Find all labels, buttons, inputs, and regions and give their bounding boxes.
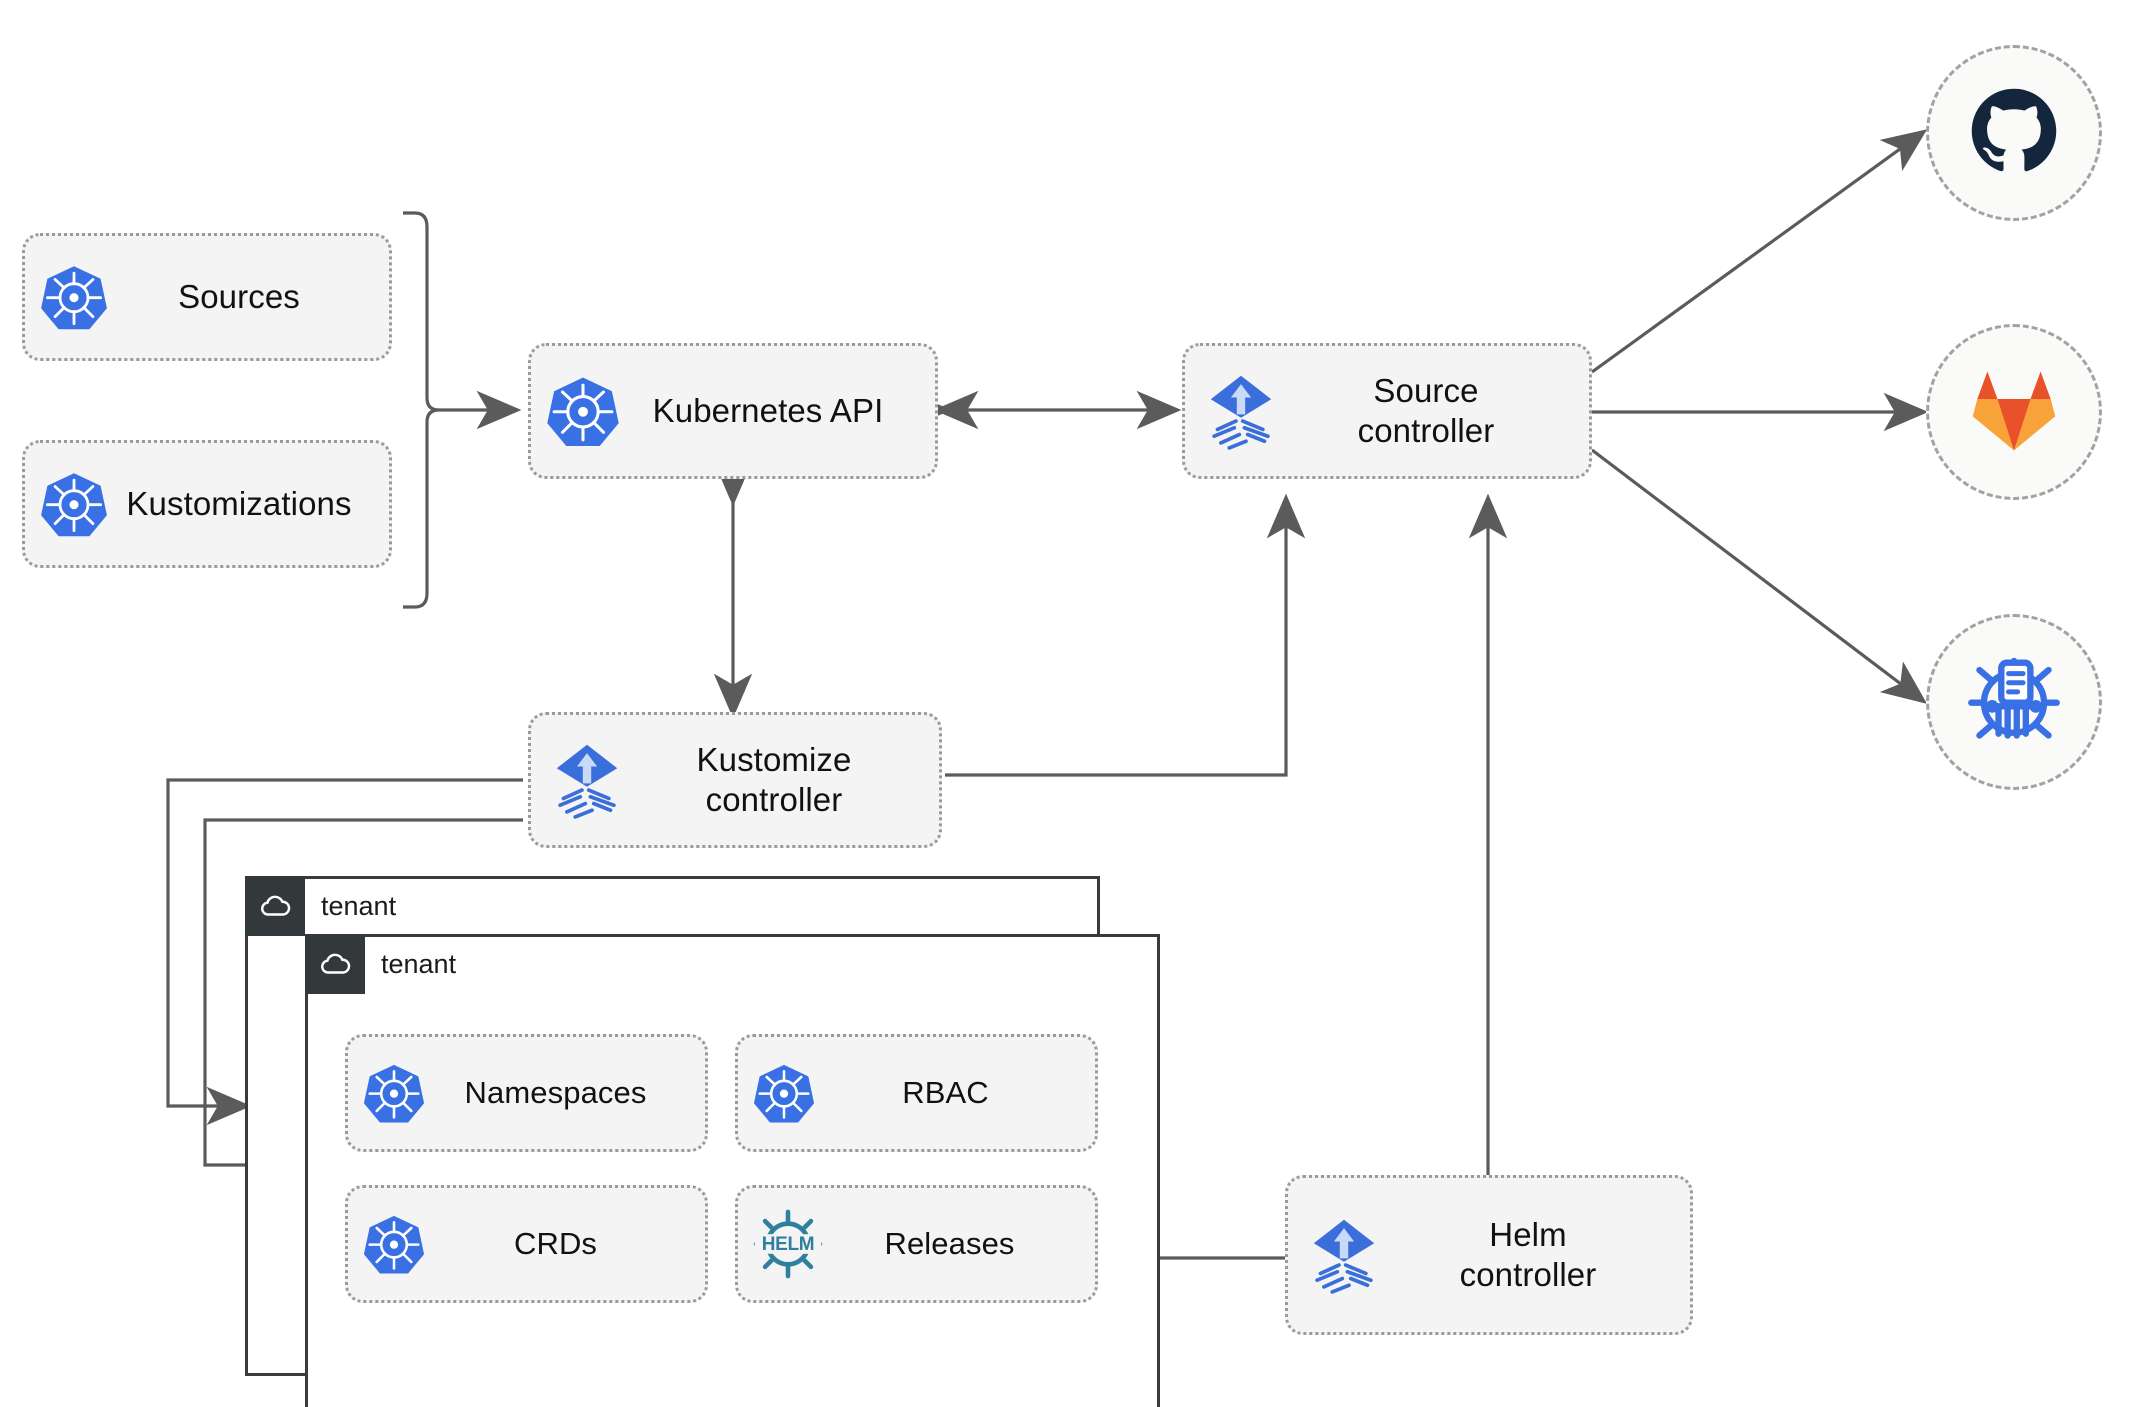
node-crds[interactable]: CRDs	[345, 1185, 708, 1303]
helm-registry-icon	[1964, 650, 2064, 755]
tenant-header-back: tenant	[245, 876, 396, 936]
node-label: Sources	[178, 277, 300, 315]
kubernetes-icon	[362, 1212, 426, 1276]
node-sources[interactable]: Sources	[22, 233, 392, 361]
node-namespaces[interactable]: Namespaces	[345, 1034, 708, 1152]
helm-icon: HELM	[752, 1208, 824, 1280]
edge-source-to-github	[1591, 129, 1928, 374]
flux-icon	[545, 738, 629, 822]
cloud-icon	[245, 876, 305, 936]
node-rbac[interactable]: RBAC	[735, 1034, 1098, 1152]
tenant-header-front: tenant	[305, 934, 456, 994]
provider-chart-registry[interactable]	[1926, 614, 2102, 790]
edge-source-to-registry	[1591, 448, 1928, 704]
kubernetes-icon	[39, 262, 109, 332]
tenant-label-back: tenant	[321, 890, 397, 921]
flux-icon	[1302, 1213, 1386, 1297]
tenant-panel-front[interactable]: tenant	[305, 934, 1160, 1407]
gitlab-icon	[1968, 366, 2060, 459]
node-helm-controller[interactable]: Helm controller	[1285, 1175, 1693, 1335]
node-label: Namespaces	[464, 1075, 647, 1111]
node-label: CRDs	[513, 1226, 598, 1262]
provider-github[interactable]	[1926, 45, 2102, 221]
kubernetes-icon	[362, 1061, 426, 1125]
node-label: Kustomizations	[126, 484, 352, 522]
cloud-icon	[305, 934, 365, 994]
svg-text:HELM: HELM	[762, 1234, 814, 1255]
node-label: Source controller	[1357, 371, 1495, 449]
node-label: Releases	[884, 1226, 1015, 1262]
node-releases[interactable]: HELM Releases	[735, 1185, 1098, 1303]
tenant-label-front: tenant	[381, 948, 457, 979]
kubernetes-icon	[39, 469, 109, 539]
node-label: RBAC	[902, 1075, 989, 1111]
node-label: Kubernetes API	[652, 391, 884, 429]
flux-icon	[1199, 369, 1283, 453]
node-kustomize-controller[interactable]: Kustomize controller	[528, 712, 942, 848]
node-source-controller[interactable]: Source controller	[1182, 343, 1592, 479]
kubernetes-icon	[545, 373, 621, 449]
node-label: Helm controller	[1459, 1215, 1597, 1293]
edge-kustomize-to-source	[945, 493, 1306, 777]
edge-bracket-sources	[403, 211, 440, 609]
kubernetes-icon	[752, 1061, 816, 1125]
node-kustomizations[interactable]: Kustomizations	[22, 440, 392, 568]
node-kubernetes-api[interactable]: Kubernetes API	[528, 343, 938, 479]
node-label: Kustomize controller	[696, 740, 852, 818]
provider-gitlab[interactable]	[1926, 324, 2102, 500]
github-icon	[1966, 83, 2062, 184]
